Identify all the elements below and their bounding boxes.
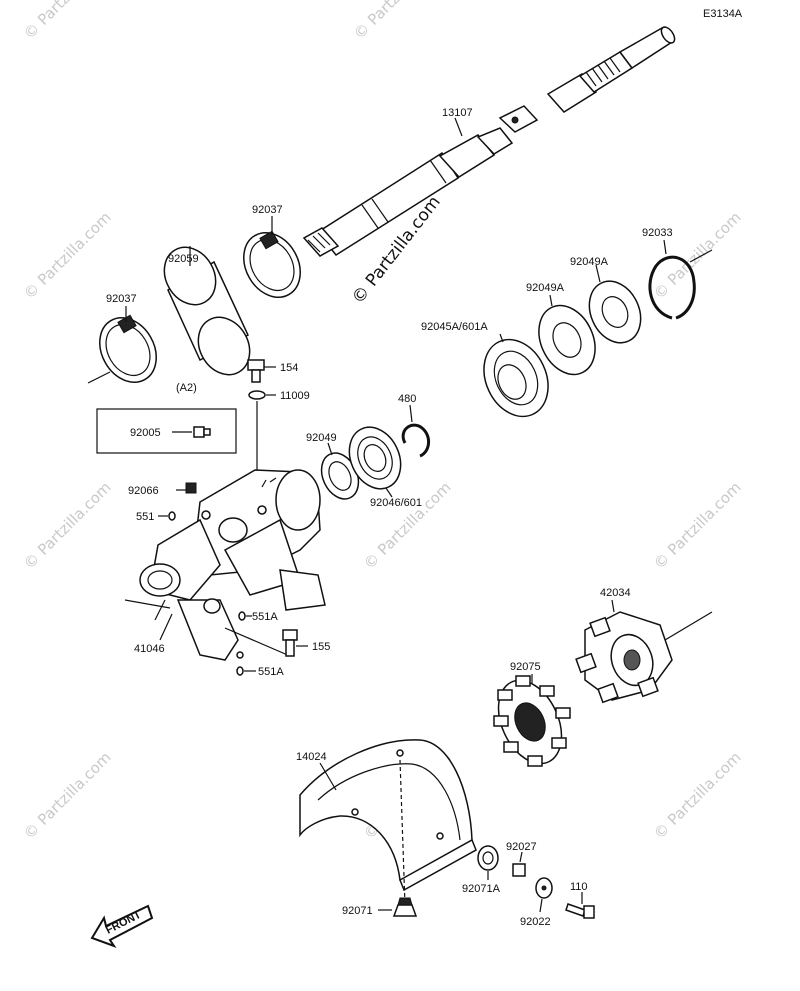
a2-detail-box [96, 408, 237, 454]
bearing-92045a [483, 338, 549, 418]
watermark: © Partzilla.com [20, 748, 115, 843]
part-label-551: 551 [136, 511, 154, 523]
part-label-11009: 11009 [280, 390, 310, 402]
o-ring-551 [168, 511, 176, 521]
watermark: © Partzilla.com [650, 478, 745, 573]
circlip-480 [401, 423, 430, 458]
part-label-92049: 92049 [306, 432, 337, 444]
part-label-92066: 92066 [128, 485, 159, 497]
grommet-92071a [477, 845, 499, 871]
o-ring-551a [238, 611, 246, 621]
seal-92049 [320, 452, 360, 500]
part-label-92005: 92005 [130, 427, 161, 439]
grease-nipple-92066 [185, 482, 197, 494]
circlip-92033 [648, 255, 696, 320]
collar-92027 [512, 863, 526, 877]
part-label-14024: 14024 [296, 751, 327, 763]
hose-clamp-left [99, 314, 157, 383]
seal-92049a-2 [588, 280, 642, 344]
part-label-480: 480 [398, 393, 416, 405]
watermark: © Partzilla.com [20, 208, 115, 303]
part-label-92045a: 92045A/601A [421, 321, 488, 333]
part-label-92033: 92033 [642, 227, 673, 239]
part-label-92037-top: 92037 [252, 204, 283, 216]
part-label-92027: 92027 [506, 841, 537, 853]
watermark: © Partzilla.com [360, 478, 455, 573]
bolt-154 [247, 359, 265, 383]
part-label-551a-1: 551A [252, 611, 278, 623]
part-label-92071: 92071 [342, 905, 373, 917]
pump-housing [139, 469, 326, 661]
part-label-92022: 92022 [520, 916, 551, 928]
part-label-92049a-2: 92049A [570, 256, 609, 268]
grommet-92071 [392, 897, 418, 917]
part-label-155: 155 [312, 641, 330, 653]
watermark-layer: © Partzilla.com © Partzilla.com © Partzi… [20, 0, 745, 843]
part-label-92059: 92059 [168, 253, 199, 265]
watermark: © Partzilla.com [650, 748, 745, 843]
part-label-551a-2: 551A [258, 666, 284, 678]
bolt-110 [565, 903, 595, 919]
hose-clamp-top [243, 230, 301, 298]
watermark: © Partzilla.com [20, 478, 115, 573]
bolt-155 [282, 629, 298, 657]
coupler-42034 [575, 611, 673, 704]
boot-sleeve [163, 246, 251, 376]
drive-shaft [302, 26, 676, 257]
front-arrow-icon: FRONT [90, 904, 154, 948]
part-label-92071a: 92071A [462, 883, 501, 895]
guard-14024 [299, 739, 477, 892]
damper-92075 [493, 675, 571, 767]
part-label-92075: 92075 [510, 661, 541, 673]
washer-11009 [248, 390, 266, 400]
watermark: © Partzilla.com [20, 0, 115, 43]
part-label-154: 154 [280, 362, 298, 374]
watermark: © Partzilla.com [350, 0, 445, 43]
part-label-92046: 92046/601 [370, 497, 422, 509]
part-label-41046: 41046 [134, 643, 165, 655]
bearing-92046 [348, 426, 402, 490]
part-label-13107: 13107 [442, 107, 473, 119]
reference-code: E3134A [703, 8, 743, 20]
seal-92049a-1 [538, 304, 596, 376]
part-label-92037-left: 92037 [106, 293, 137, 305]
grease-fitting-92005 [193, 426, 211, 438]
part-label-a2: (A2) [176, 382, 197, 394]
o-ring-551a-lower [236, 666, 244, 676]
part-label-92049a-1: 92049A [526, 282, 565, 294]
watermark: © Partzilla.com [650, 208, 745, 303]
part-label-110: 110 [570, 881, 588, 893]
part-label-42034: 42034 [600, 587, 631, 599]
